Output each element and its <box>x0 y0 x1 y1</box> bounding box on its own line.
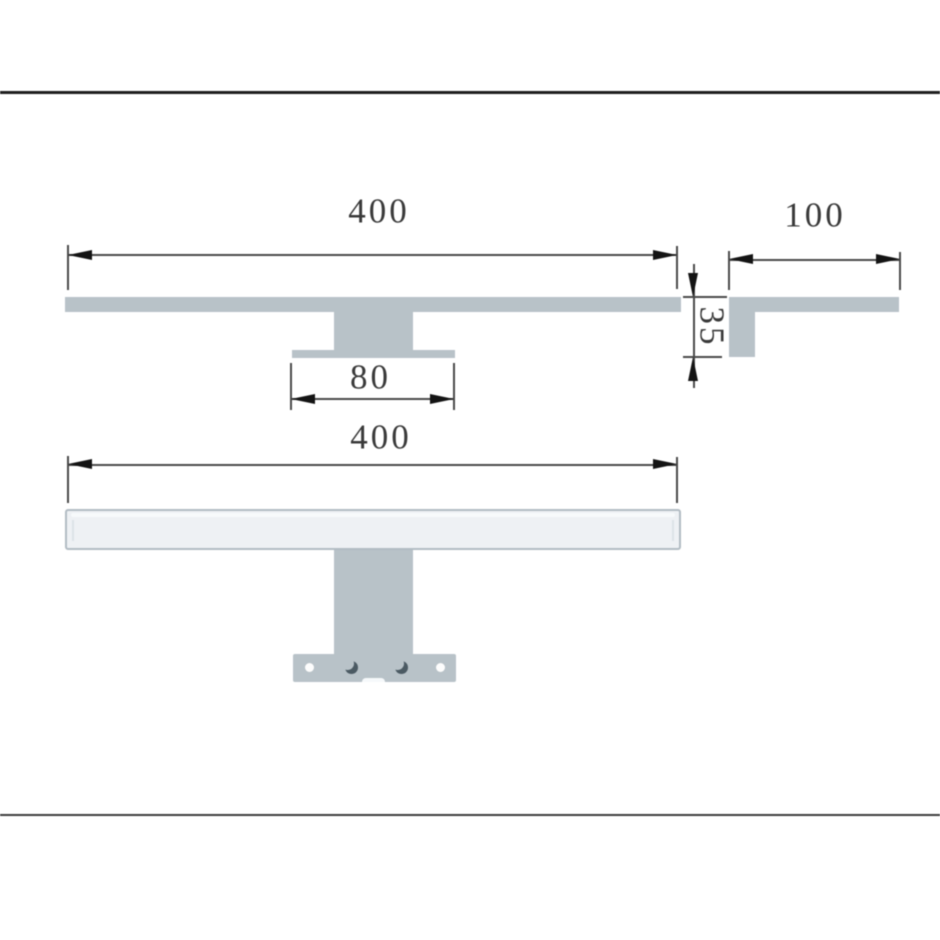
front-view-lamp-tube <box>65 509 681 550</box>
keyhole-slot-left-mask <box>341 657 354 670</box>
front-view-mount-stem <box>334 550 413 654</box>
lamp-tube-endcap-right <box>672 520 674 541</box>
dimension-line <box>68 463 677 466</box>
top-view-mount-foot <box>292 350 455 358</box>
extension-line <box>727 251 730 290</box>
arrowhead-left <box>728 254 753 264</box>
bottom-frame-line <box>0 814 940 816</box>
mount-plate-screw-hole-left <box>305 663 314 672</box>
dimension-front-width-label: 400 <box>350 417 412 457</box>
arrowhead-right <box>876 254 900 264</box>
dimension-side-height-label: 35 <box>692 306 732 348</box>
dimension-side-depth-label: 100 <box>784 195 846 235</box>
side-view-mount-leg <box>729 312 755 357</box>
arrowhead-up <box>688 356 698 381</box>
arrowhead-right <box>653 459 677 469</box>
arrowhead-left <box>68 249 92 260</box>
extension-line <box>453 363 455 410</box>
extension-line <box>683 355 722 358</box>
top-frame-line <box>0 91 940 94</box>
dimension-line <box>68 254 677 256</box>
dimension-line <box>728 258 900 261</box>
mount-plate-screw-hole-right <box>435 663 445 672</box>
keyhole-slot-right-mask <box>391 657 404 670</box>
dimension-line <box>291 398 454 400</box>
extension-line <box>676 246 678 289</box>
dimension-line <box>692 264 695 388</box>
dimension-top-width-label: 400 <box>348 191 410 231</box>
extension-line <box>290 363 292 410</box>
extension-line <box>66 245 69 290</box>
arrowhead-left <box>291 393 315 404</box>
extension-line <box>676 457 678 503</box>
top-view-lamp-bar <box>65 297 681 312</box>
arrowhead-right <box>430 393 454 404</box>
arrowhead-right <box>653 249 677 260</box>
extension-line <box>683 295 727 298</box>
arrowhead-left <box>68 459 92 469</box>
arrowhead-down <box>688 272 698 297</box>
lamp-tube-highlight <box>71 513 675 517</box>
extension-line <box>899 252 901 290</box>
lamp-tube-endcap-left <box>72 520 74 541</box>
top-view-mount-stem <box>334 312 413 350</box>
extension-line <box>67 456 69 503</box>
dimension-bracket-width-label: 80 <box>350 357 391 397</box>
front-view-mount-plate <box>293 654 456 682</box>
side-view-lamp-bar <box>729 297 899 312</box>
mount-plate-bottom-notch <box>362 678 385 682</box>
